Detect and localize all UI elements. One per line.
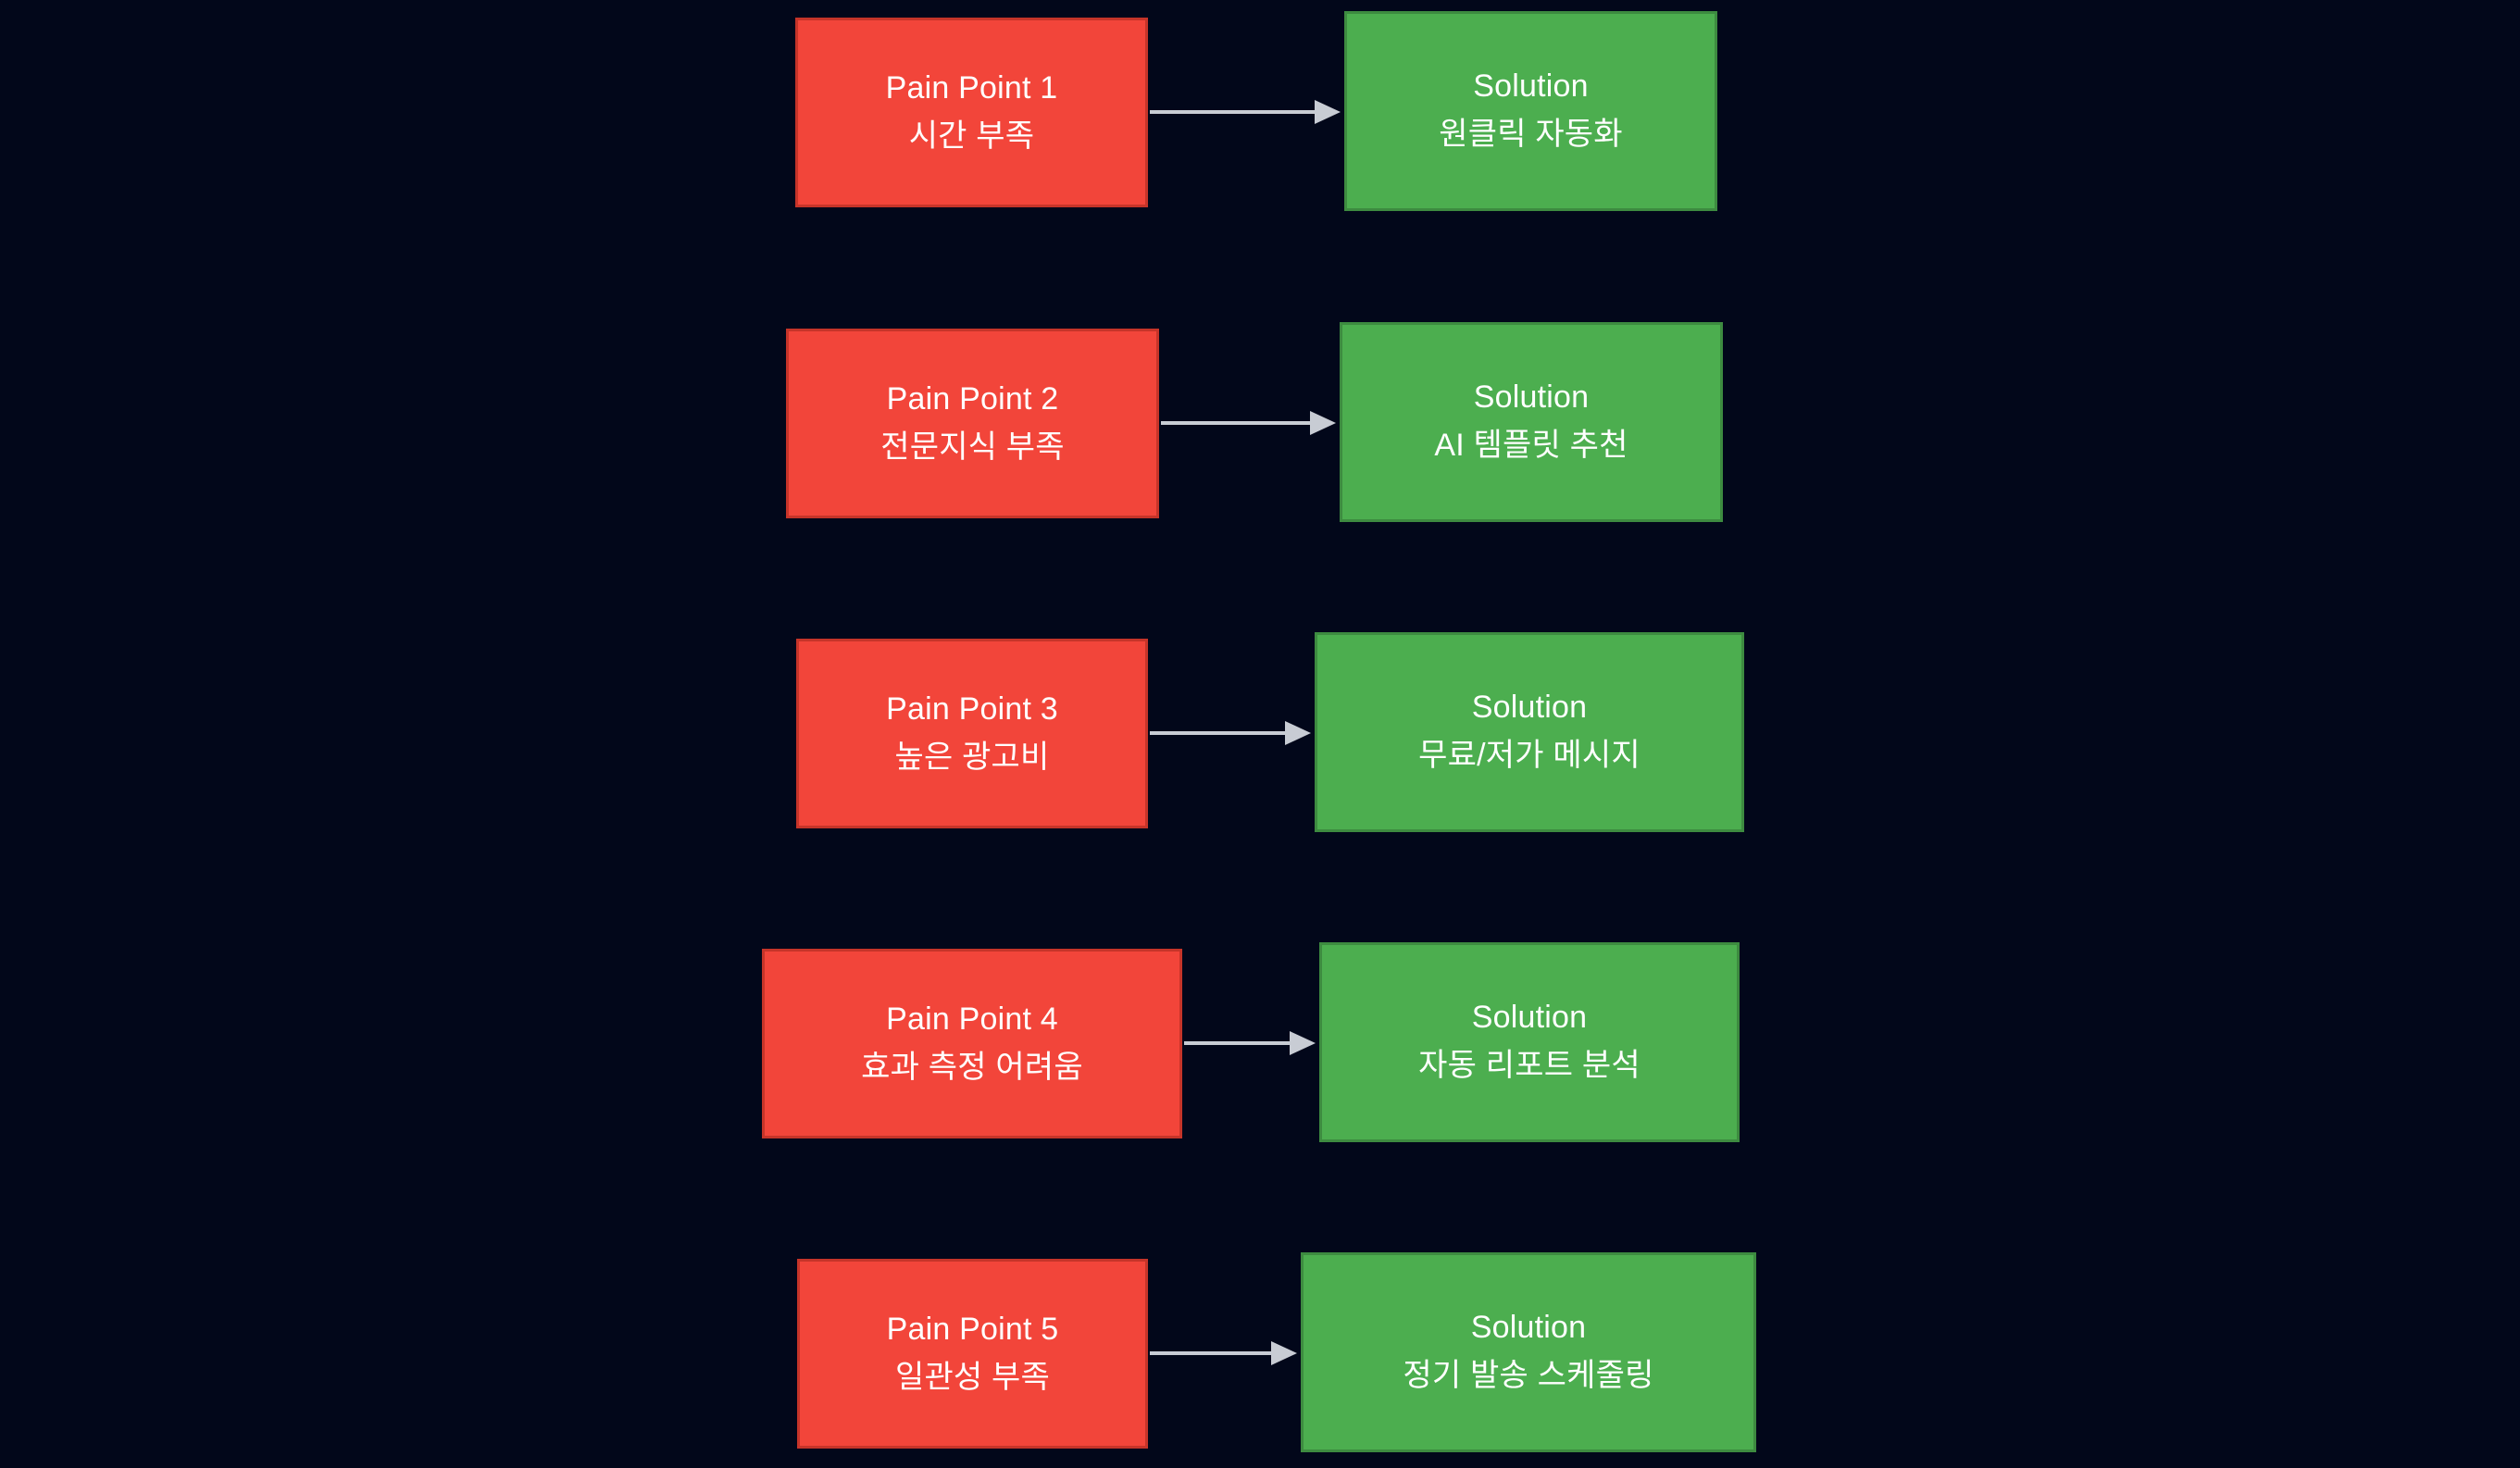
pain-point-node-3[interactable]: Pain Point 3 높은 광고비 (796, 639, 1148, 828)
pain-point-node-2[interactable]: Pain Point 2 전문지식 부족 (786, 329, 1159, 518)
solution-node-3[interactable]: Solution 무료/저가 메시지 (1315, 632, 1744, 832)
solution-node-1[interactable]: Solution 원클릭 자동화 (1344, 11, 1717, 211)
solution-node-2[interactable]: Solution AI 템플릿 추천 (1340, 322, 1723, 522)
solution-title-3: Solution (1471, 690, 1588, 726)
pain-point-title-5: Pain Point 5 (886, 1311, 1059, 1347)
solution-detail-4: 자동 리포트 분석 (1418, 1048, 1640, 1083)
arrow-connector-3 (1150, 715, 1313, 752)
arrow-right-icon (1184, 1031, 1316, 1055)
pain-point-node-1[interactable]: Pain Point 1 시간 부족 (795, 18, 1148, 207)
arrow-connector-4 (1184, 1025, 1317, 1062)
solution-detail-1: 원클릭 자동화 (1439, 117, 1623, 152)
solution-title-1: Solution (1473, 68, 1589, 105)
arrow-connector-2 (1161, 404, 1338, 442)
arrow-right-icon (1150, 1341, 1297, 1365)
solution-title-4: Solution (1471, 1000, 1588, 1036)
arrow-right-icon (1150, 721, 1311, 745)
arrow-connector-5 (1150, 1335, 1299, 1372)
solution-detail-2: AI 템플릿 추천 (1434, 428, 1628, 463)
pain-point-title-2: Pain Point 2 (886, 380, 1059, 417)
pain-point-node-5[interactable]: Pain Point 5 일관성 부족 (797, 1259, 1148, 1449)
solution-title-5: Solution (1470, 1310, 1587, 1346)
solution-detail-3: 무료/저가 메시지 (1418, 738, 1640, 773)
pain-point-node-4[interactable]: Pain Point 4 효과 측정 어려움 (762, 949, 1182, 1138)
pain-point-title-4: Pain Point 4 (886, 1001, 1058, 1037)
solution-detail-5: 정기 발송 스케줄링 (1403, 1358, 1654, 1393)
solution-node-5[interactable]: Solution 정기 발송 스케줄링 (1301, 1252, 1756, 1452)
pain-point-detail-3: 높은 광고비 (894, 739, 1050, 775)
pain-point-detail-1: 시간 부족 (908, 118, 1035, 154)
solution-title-2: Solution (1473, 379, 1590, 416)
pain-point-detail-5: 일관성 부족 (894, 1359, 1051, 1395)
arrow-right-icon (1161, 411, 1336, 435)
pain-point-title-3: Pain Point 3 (886, 690, 1058, 727)
pain-point-detail-4: 효과 측정 어려움 (861, 1049, 1083, 1085)
pain-point-title-1: Pain Point 1 (885, 69, 1058, 106)
solution-node-4[interactable]: Solution 자동 리포트 분석 (1319, 942, 1740, 1142)
arrow-connector-1 (1150, 93, 1342, 131)
pain-point-detail-2: 전문지식 부족 (880, 429, 1065, 465)
arrow-right-icon (1150, 100, 1341, 124)
